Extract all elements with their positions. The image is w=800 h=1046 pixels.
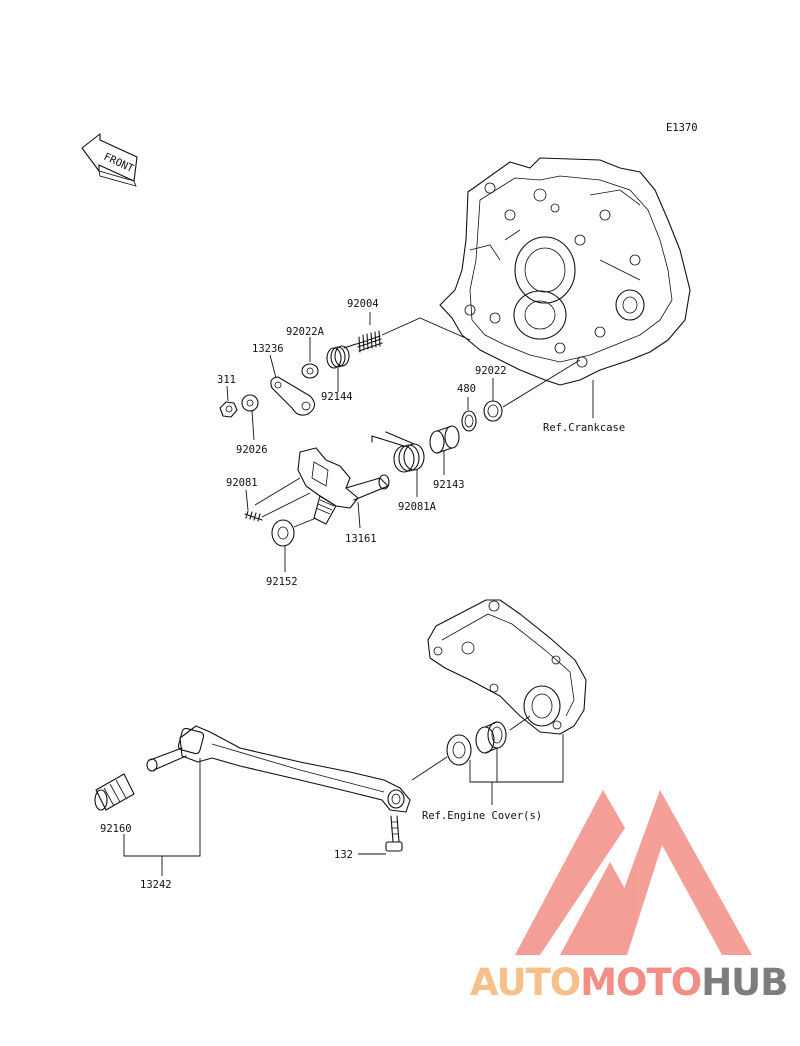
label-92144: 92144 bbox=[321, 391, 353, 403]
crankcase bbox=[439, 157, 691, 386]
label-92022A: 92022A bbox=[286, 326, 325, 338]
circlip-480 bbox=[461, 410, 477, 432]
watermark-auto: AUTO bbox=[470, 961, 580, 1004]
leader-seal-lever bbox=[411, 756, 448, 781]
label-92022: 92022 bbox=[475, 365, 507, 377]
watermark-logo-icon bbox=[515, 790, 752, 955]
label-480: 480 bbox=[457, 383, 476, 395]
washer-92022A bbox=[301, 363, 319, 379]
spring-92081 bbox=[244, 510, 263, 522]
label-311: 311 bbox=[217, 374, 236, 386]
washer-92022A-hole bbox=[306, 367, 314, 375]
spring-92004 bbox=[356, 330, 383, 353]
washer-92022 bbox=[483, 400, 503, 422]
collar-92143 bbox=[429, 425, 460, 454]
leader-13242 bbox=[123, 758, 201, 857]
label-92081A: 92081A bbox=[398, 501, 437, 513]
washer-92026-hole bbox=[246, 399, 254, 407]
leader-92081-b bbox=[254, 477, 301, 506]
nut-311 bbox=[219, 401, 238, 418]
shift-shaft-13161 bbox=[297, 447, 390, 525]
bearing bbox=[475, 721, 507, 754]
label-13161: 13161 bbox=[345, 533, 377, 545]
shift-pedal-13242 bbox=[146, 725, 411, 813]
leader-92152-shaft bbox=[293, 517, 317, 528]
watermark-hub: HUB bbox=[701, 961, 787, 1004]
leader-92081 bbox=[245, 489, 311, 518]
watermark-text: AUTOMOTOHUB bbox=[470, 961, 787, 1004]
leader-92004 bbox=[381, 317, 471, 341]
washer-92152 bbox=[271, 519, 295, 547]
watermark-moto: MOTO bbox=[580, 961, 701, 1004]
spring-92144 bbox=[326, 343, 357, 369]
washer-92022-hole bbox=[487, 404, 499, 418]
label-92004: 92004 bbox=[347, 298, 379, 310]
leader-engine-cover bbox=[469, 715, 564, 783]
engine-cover bbox=[427, 599, 587, 735]
leader-13236 bbox=[269, 354, 277, 379]
ref-engine-cover: Ref.Engine Cover(s) bbox=[422, 810, 542, 822]
ref-crankcase: Ref.Crankcase bbox=[543, 422, 625, 434]
lever-13236 bbox=[270, 376, 316, 416]
circlip-480-inner bbox=[464, 414, 474, 428]
label-92143: 92143 bbox=[433, 479, 465, 491]
leader-92026 bbox=[251, 410, 255, 441]
bolt-132 bbox=[385, 815, 403, 852]
label-92081: 92081 bbox=[226, 477, 258, 489]
label-132: 132 bbox=[334, 849, 353, 861]
diagram-code: E1370 bbox=[666, 122, 698, 134]
rubber-92160 bbox=[94, 773, 135, 811]
label-92026: 92026 bbox=[236, 444, 268, 456]
spring-92081A bbox=[371, 431, 425, 473]
washer-92152-hole bbox=[277, 526, 289, 540]
label-92152: 92152 bbox=[266, 576, 298, 588]
leader-311 bbox=[226, 385, 229, 402]
leader-13161 bbox=[357, 501, 361, 529]
label-13242: 13242 bbox=[140, 879, 172, 891]
washer-92026 bbox=[241, 394, 259, 412]
nut-311-hole bbox=[225, 405, 233, 413]
leader-92022-crankcase bbox=[502, 359, 581, 408]
label-13236: 13236 bbox=[252, 343, 284, 355]
front-arrow-icon: FRONT bbox=[81, 133, 138, 187]
label-92160: 92160 bbox=[100, 823, 132, 835]
oil-seal bbox=[446, 734, 472, 766]
